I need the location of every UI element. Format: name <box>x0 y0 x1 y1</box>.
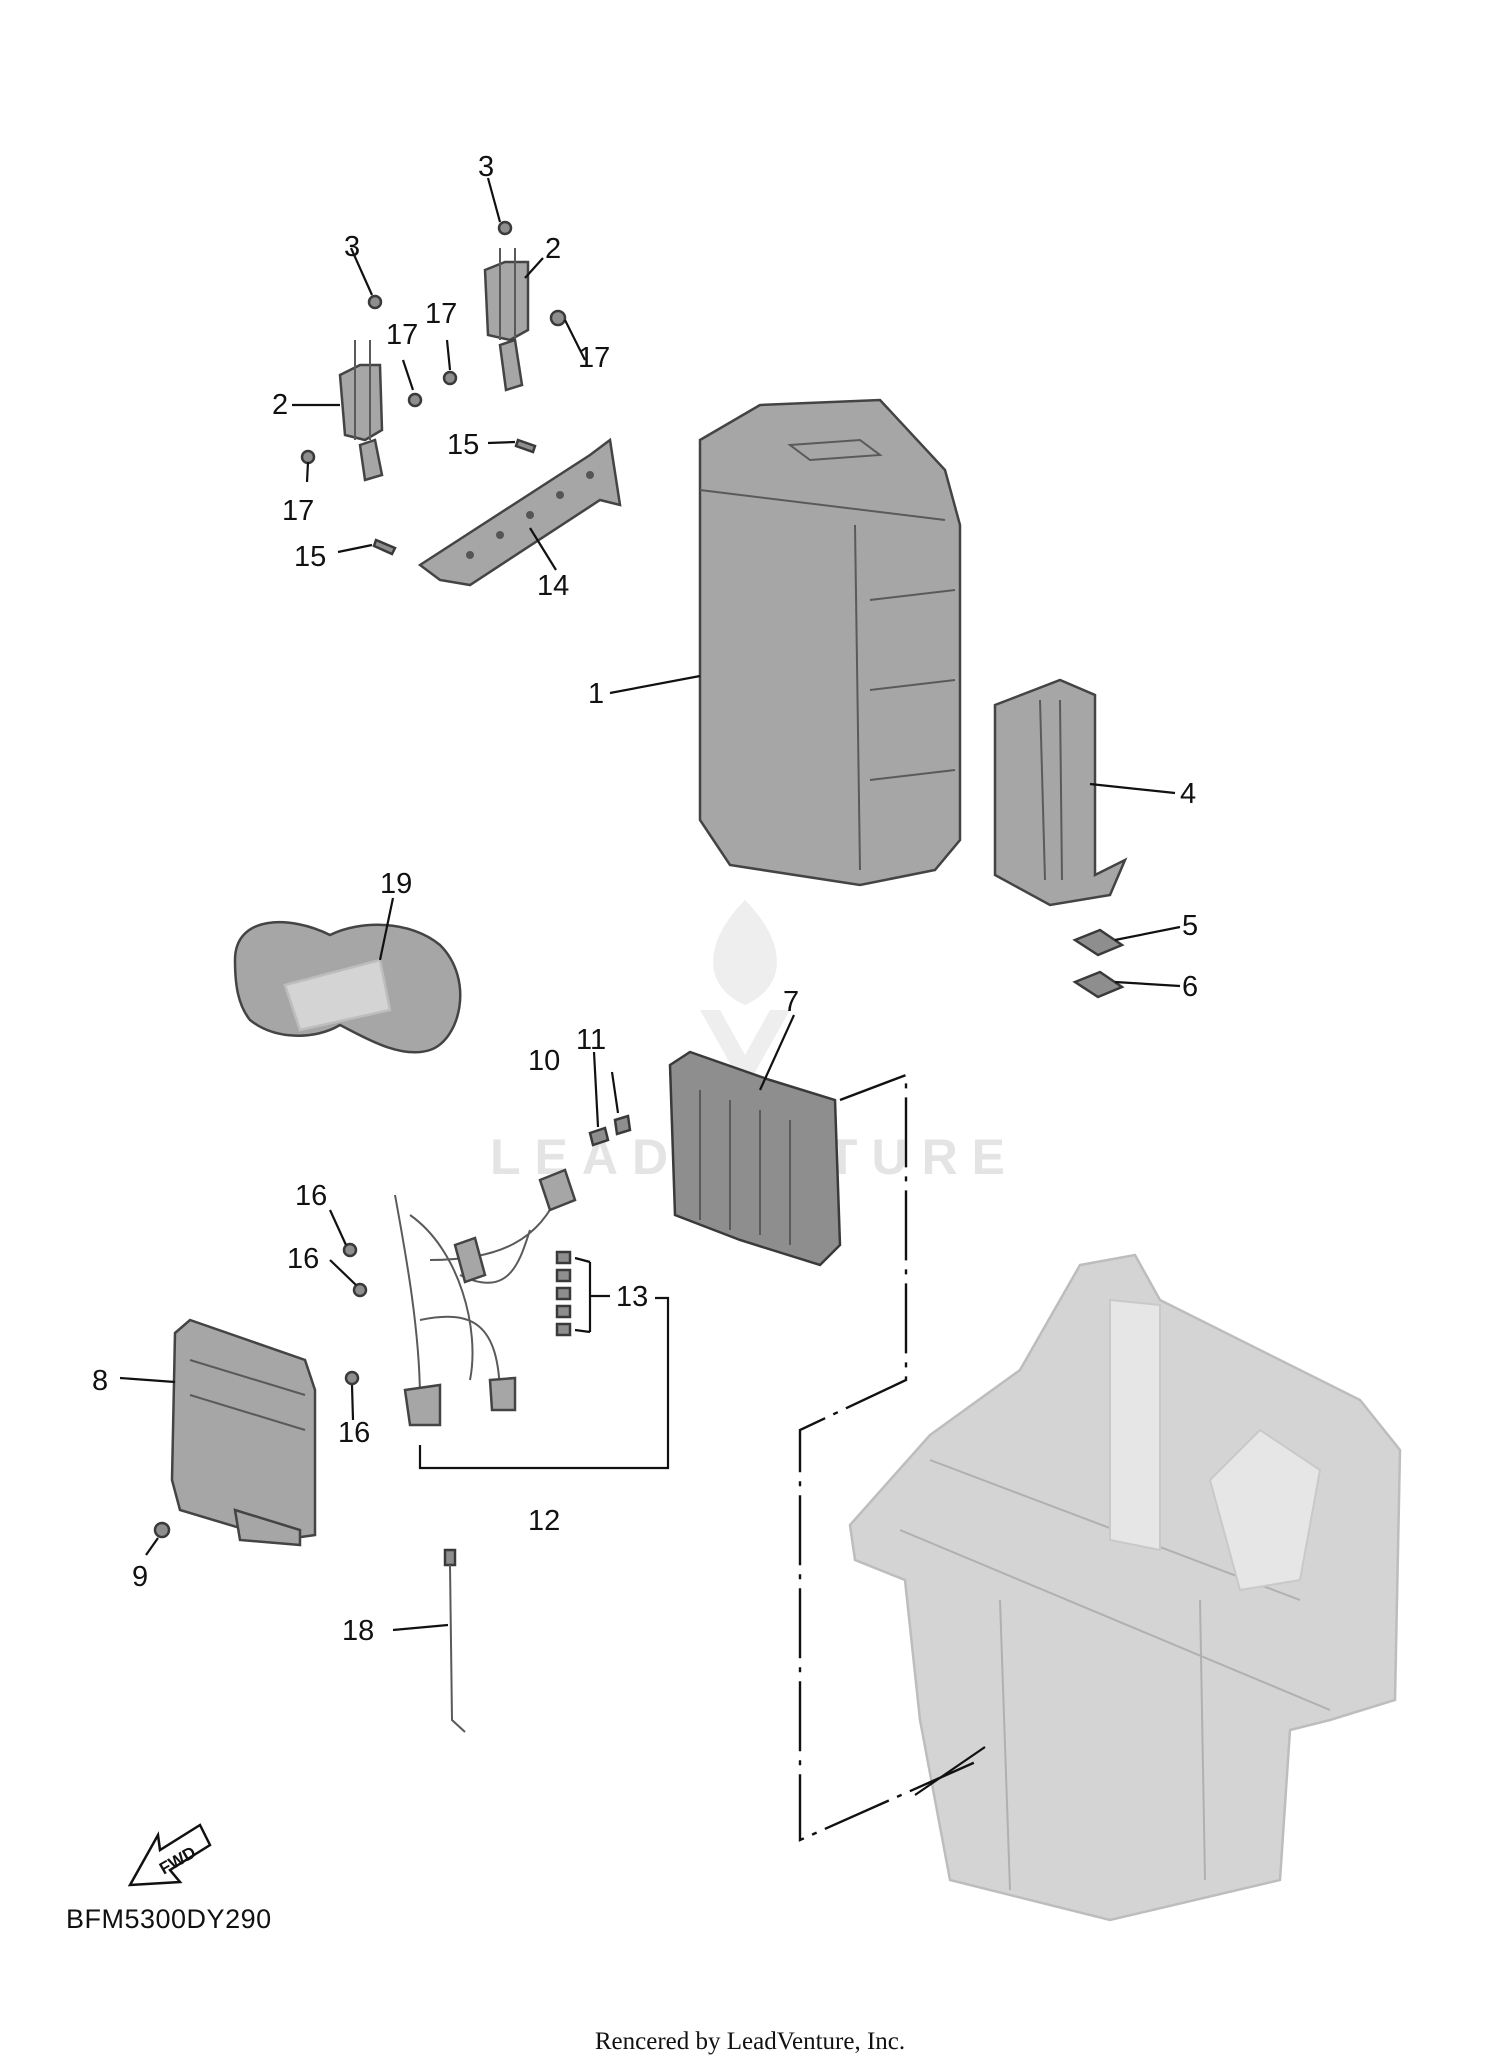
part-15-bolt-upper <box>514 438 537 454</box>
part-2-bracket-right <box>483 248 530 392</box>
part-17-nut-4 <box>300 449 316 465</box>
callout-12: 12 <box>528 1505 560 1537</box>
part-16-bolts <box>342 1242 368 1386</box>
part-18-cable-tie <box>443 1548 466 1733</box>
callout-10: 10 <box>528 1045 560 1077</box>
callout-16-a: 16 <box>295 1180 327 1212</box>
callout-16-b: 16 <box>287 1243 319 1275</box>
assembly-line <box>798 1073 981 1842</box>
part-17-nut-3 <box>549 309 567 327</box>
callout-17-a: 17 <box>386 319 418 351</box>
callout-6: 6 <box>1182 971 1198 1003</box>
diagram-code: BFM5300DY290 <box>66 1904 272 1934</box>
callout-18: 18 <box>342 1615 374 1647</box>
callout-17-c: 17 <box>578 342 610 374</box>
callout-13: 13 <box>616 1281 648 1313</box>
part-13-fuses <box>555 1250 572 1337</box>
fwd-arrow-icon: FWD <box>127 1823 212 1887</box>
callout-16-c: 16 <box>338 1417 370 1449</box>
callout-5: 5 <box>1182 910 1198 942</box>
leader-lines <box>119 177 1181 1796</box>
part-9-bolt <box>153 1521 171 1539</box>
part-7-fuse-box <box>668 1050 842 1267</box>
credit-line: Rencered by LeadVenture, Inc. <box>594 2028 906 2055</box>
callout-8: 8 <box>92 1365 108 1397</box>
callout-15-upper: 15 <box>447 429 479 461</box>
callout-2-right: 2 <box>545 233 561 265</box>
callout-19: 19 <box>380 868 412 900</box>
part-19-cover <box>233 920 462 1054</box>
callout-3-right: 3 <box>478 151 494 183</box>
part-17-nut-1 <box>407 392 423 408</box>
part-2-bracket-left <box>338 340 384 482</box>
part-17-nut-2 <box>442 370 458 386</box>
callout-17-b: 17 <box>425 298 457 330</box>
callout-11: 11 <box>576 1024 606 1056</box>
callout-1: 1 <box>588 678 604 710</box>
callout-labels: 3 3 2 2 17 17 17 17 15 15 14 1 4 5 6 19 … <box>92 151 1198 1647</box>
part-12-wire-harness <box>394 1168 577 1427</box>
part-3-bolt-left <box>367 294 383 310</box>
part-8-ecu <box>170 1318 317 1547</box>
part-11-clip <box>613 1114 632 1136</box>
part-1-battery-box <box>698 398 962 887</box>
callout-15-lower: 15 <box>294 541 326 573</box>
part-5-pad <box>1072 928 1125 957</box>
part-3-bolt-right <box>497 220 513 236</box>
callout-7: 7 <box>783 986 799 1018</box>
callout-14: 14 <box>537 570 569 602</box>
part-6-pad <box>1072 970 1125 999</box>
part-10-bolt <box>588 1126 610 1147</box>
part-15-bolt-lower <box>372 538 397 556</box>
callout-2-left: 2 <box>272 389 288 421</box>
callout-17-d: 17 <box>282 495 314 527</box>
callout-9: 9 <box>132 1561 148 1593</box>
watermark-logo <box>700 900 790 1090</box>
callout-3-left: 3 <box>344 231 360 263</box>
callout-4: 4 <box>1180 778 1196 810</box>
battery-tray <box>848 1253 1402 1922</box>
fasteners <box>300 220 567 556</box>
part-4-cover <box>993 678 1128 907</box>
part-14-rail <box>417 437 622 587</box>
